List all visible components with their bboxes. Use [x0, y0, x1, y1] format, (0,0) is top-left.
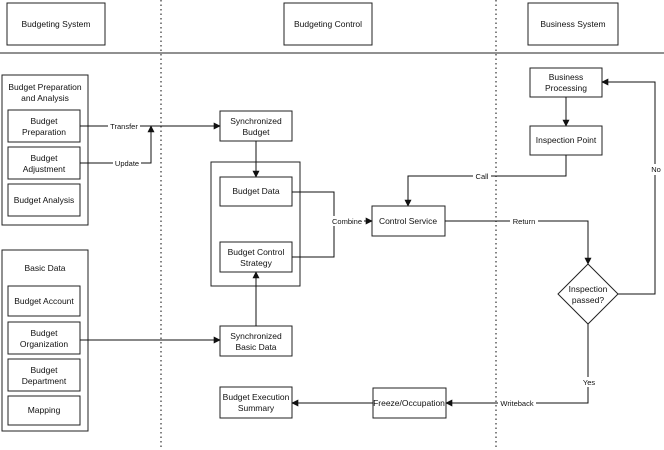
- node-budget-department: Budget Department: [7, 358, 81, 392]
- svg-text:Department: Department: [22, 376, 67, 386]
- svg-text:No: No: [651, 165, 661, 174]
- svg-text:Adjustment: Adjustment: [23, 164, 66, 174]
- lane-header-business-system: Business System: [527, 2, 619, 46]
- edge-combine: Combine: [292, 191, 373, 258]
- lane-header-budgeting-control: Budgeting Control: [283, 2, 373, 46]
- svg-text:Mapping: Mapping: [28, 405, 61, 415]
- svg-text:Budgeting System: Budgeting System: [22, 19, 91, 29]
- node-business-processing: Business Processing: [529, 67, 603, 98]
- edge-no: No: [601, 78, 662, 295]
- node-budget-analysis: Budget Analysis: [7, 183, 81, 217]
- node-control-service: Control Service: [371, 205, 446, 237]
- svg-text:Return: Return: [513, 217, 536, 226]
- svg-text:Synchronized: Synchronized: [230, 116, 282, 126]
- node-freeze-occupation: Freeze/Occupation: [372, 387, 447, 419]
- node-budget-execution-summary: Budget Execution Summary: [219, 386, 293, 419]
- svg-text:Inspection: Inspection: [569, 284, 608, 294]
- svg-text:passed?: passed?: [572, 295, 604, 305]
- svg-text:Preparation: Preparation: [22, 127, 66, 137]
- node-mapping: Mapping: [7, 395, 81, 426]
- svg-text:Yes: Yes: [583, 378, 595, 387]
- edge-return: Return: [445, 216, 592, 265]
- edge-transfer: Transfer: [80, 121, 221, 131]
- node-synchronized-basic-data: Synchronized Basic Data: [219, 325, 293, 357]
- svg-text:Budget Execution: Budget Execution: [223, 392, 290, 402]
- svg-text:Budget: Budget: [31, 328, 59, 338]
- svg-text:Business: Business: [549, 72, 584, 82]
- node-budget-organization: Budget Organization: [7, 321, 81, 355]
- node-synchronized-budget: Synchronized Budget: [219, 110, 293, 142]
- svg-text:Budget: Budget: [243, 127, 271, 137]
- group-budget-preparation-and-analysis: Budget Preparation and Analysis: [1, 74, 89, 226]
- svg-text:Call: Call: [476, 172, 489, 181]
- svg-text:Basic Data: Basic Data: [24, 263, 65, 273]
- node-budget-adjustment: Budget Adjustment: [7, 146, 81, 180]
- node-budget-account: Budget Account: [7, 285, 81, 317]
- edge-yes-writeback: Yes Writeback: [445, 324, 598, 408]
- svg-text:Freeze/Occupation: Freeze/Occupation: [373, 398, 445, 408]
- svg-text:Synchronized: Synchronized: [230, 331, 282, 341]
- edge-call: Call: [404, 155, 567, 207]
- svg-text:Transfer: Transfer: [110, 122, 138, 131]
- svg-text:Budgeting Control: Budgeting Control: [294, 19, 362, 29]
- svg-text:Update: Update: [115, 159, 139, 168]
- svg-text:Business System: Business System: [540, 19, 605, 29]
- svg-text:Strategy: Strategy: [240, 258, 272, 268]
- svg-text:Writeback: Writeback: [500, 399, 533, 408]
- svg-text:Processing: Processing: [545, 83, 587, 93]
- svg-text:Organization: Organization: [20, 339, 68, 349]
- svg-text:and Analysis: and Analysis: [21, 93, 69, 103]
- node-budget-control-strategy: Budget Control Strategy: [219, 241, 293, 273]
- node-inspection-passed-decision: Inspection passed?: [557, 263, 619, 325]
- svg-text:Basic Data: Basic Data: [235, 342, 276, 352]
- edge-update: Update: [80, 125, 155, 168]
- svg-text:Budget Control: Budget Control: [228, 247, 285, 257]
- svg-text:Budget Analysis: Budget Analysis: [14, 195, 74, 205]
- svg-text:Control Service: Control Service: [379, 216, 437, 226]
- svg-text:Inspection Point: Inspection Point: [536, 135, 597, 145]
- node-budget-preparation: Budget Preparation: [7, 109, 81, 143]
- svg-text:Budget: Budget: [31, 153, 59, 163]
- svg-text:Combine: Combine: [332, 217, 362, 226]
- svg-text:Summary: Summary: [238, 403, 275, 413]
- node-budget-data: Budget Data: [219, 176, 293, 207]
- node-inspection-point: Inspection Point: [529, 125, 603, 156]
- svg-text:Budget Preparation: Budget Preparation: [8, 82, 82, 92]
- lane-header-budgeting-system: Budgeting System: [6, 2, 106, 46]
- svg-text:Budget Data: Budget Data: [232, 186, 280, 196]
- svg-text:Budget Account: Budget Account: [14, 296, 74, 306]
- svg-text:Budget: Budget: [31, 116, 59, 126]
- svg-text:Budget: Budget: [31, 365, 59, 375]
